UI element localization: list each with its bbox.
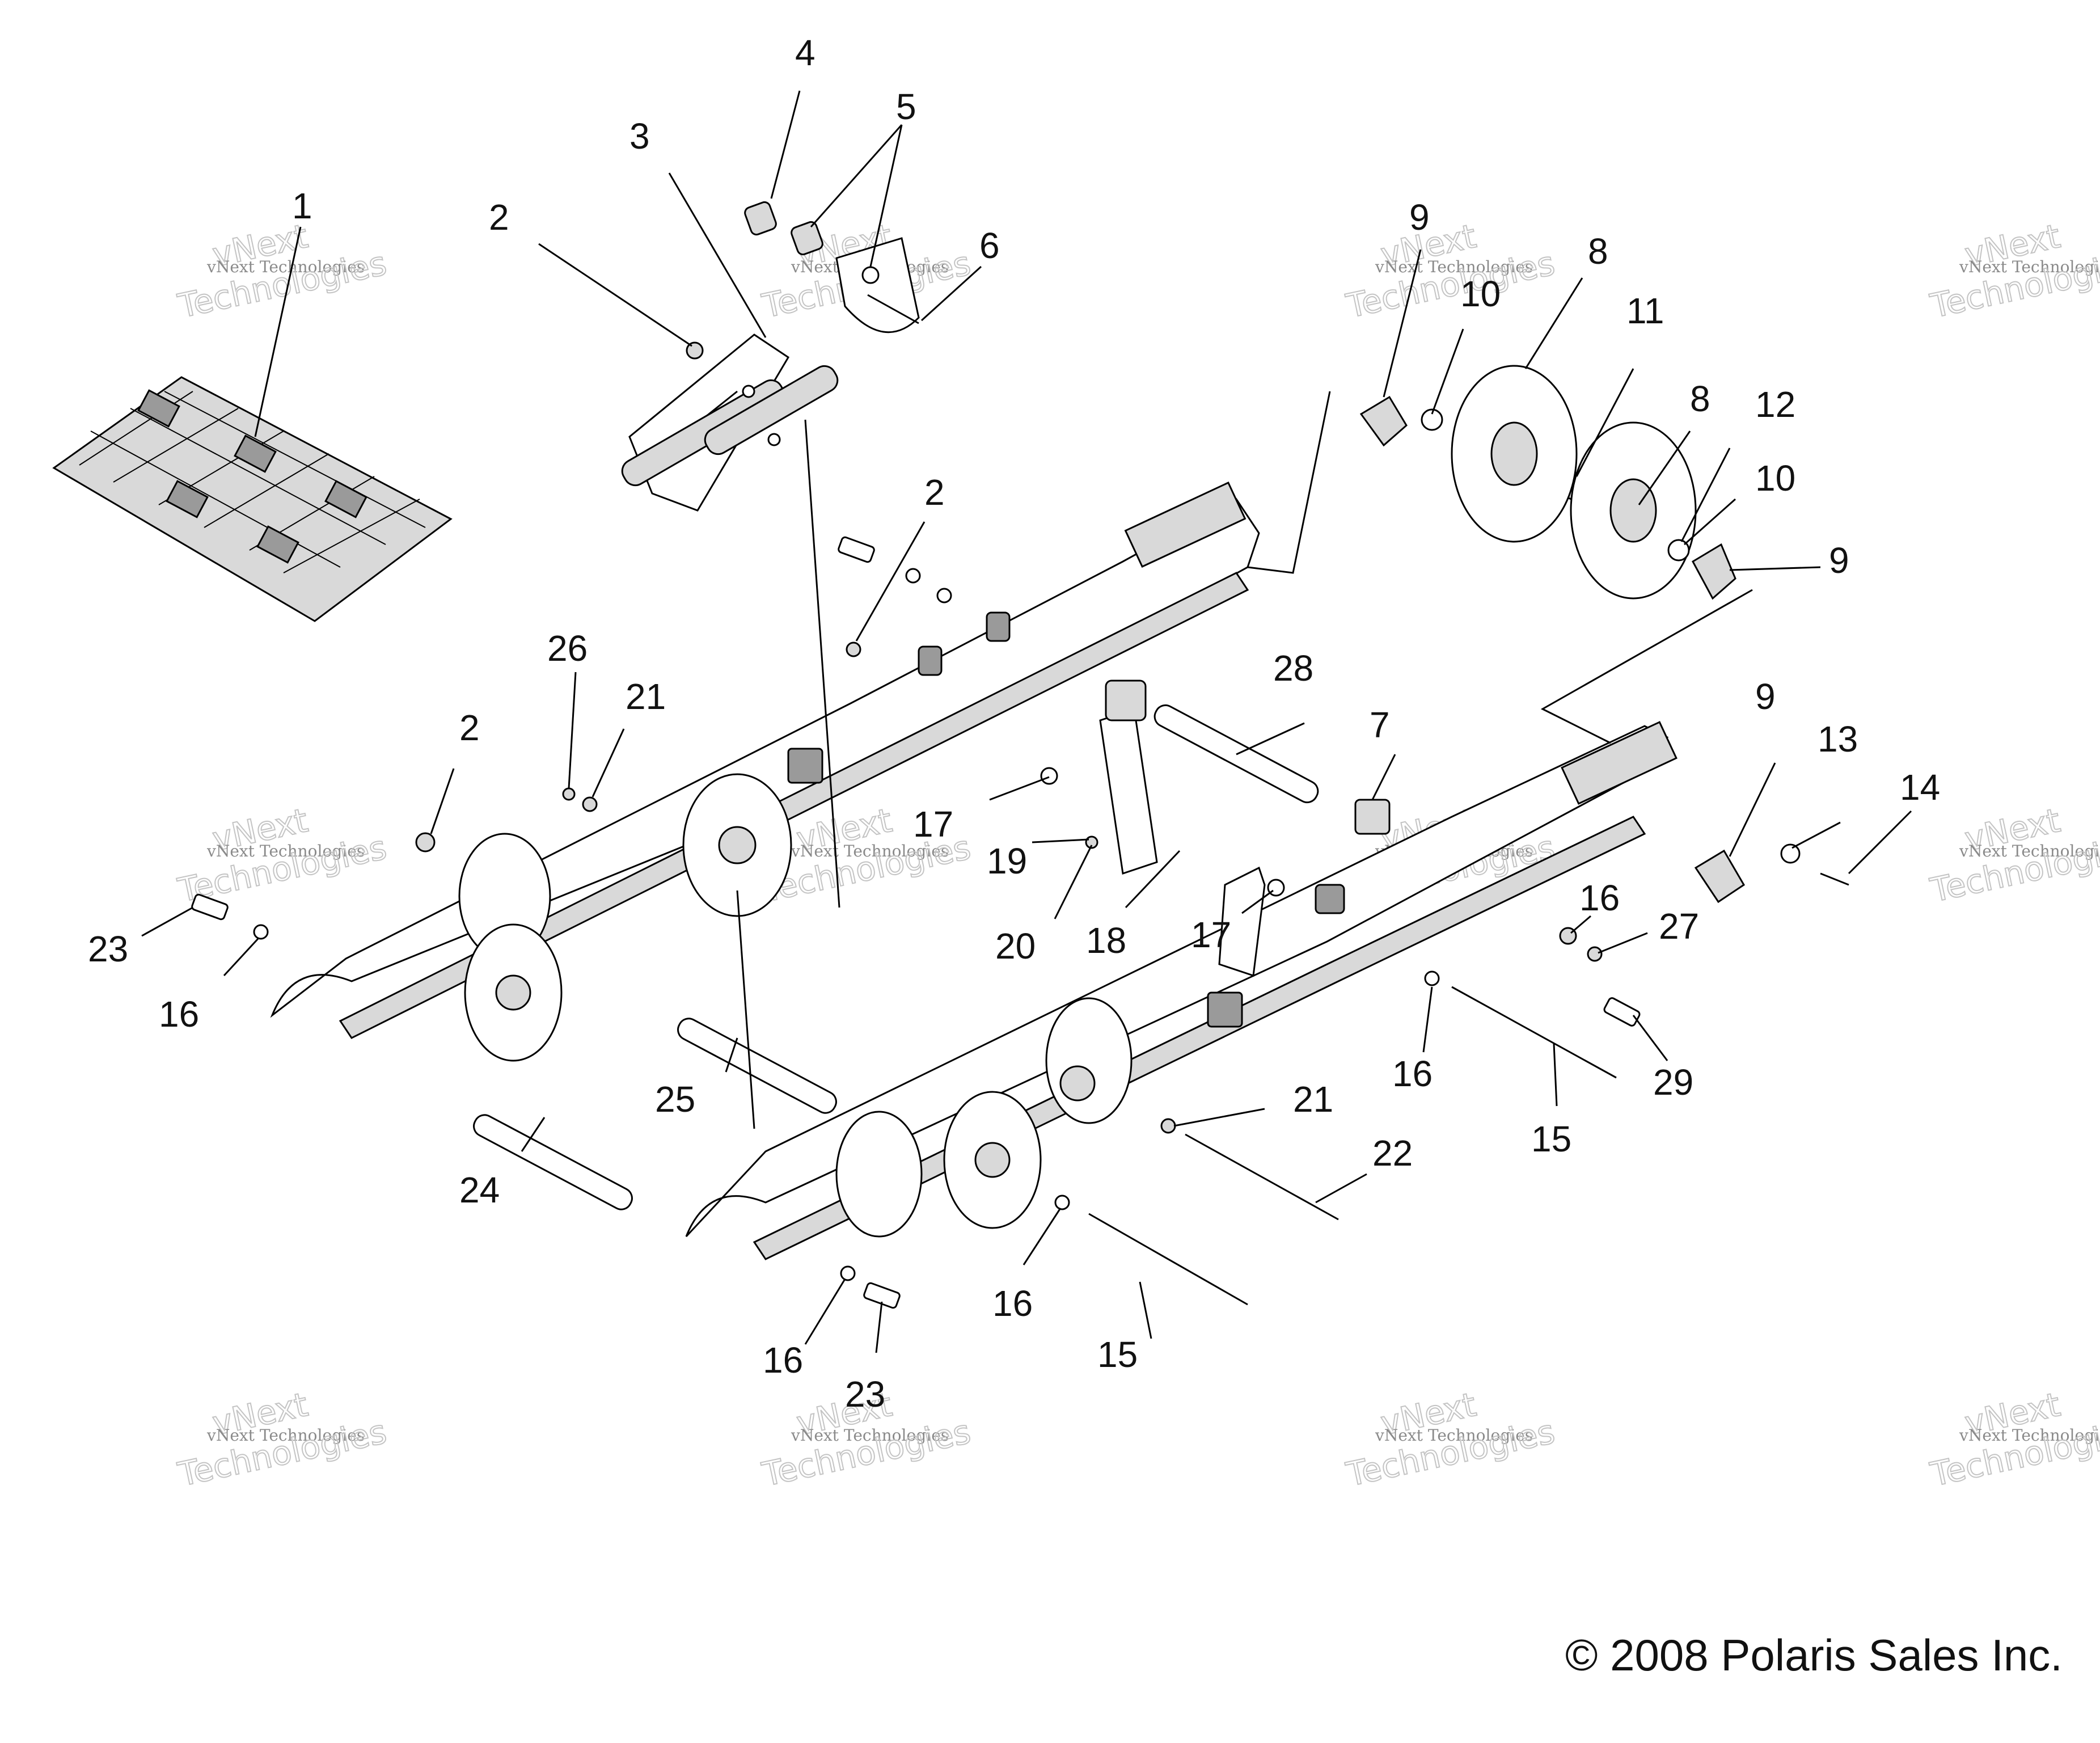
callout: 23 <box>88 929 128 969</box>
svg-text:vNext Technologies: vNext Technologies <box>206 842 365 860</box>
svg-text:vNext Technologies: vNext Technologies <box>791 1426 949 1445</box>
watermark: vNext vNext Technologies Technologies <box>1926 1385 2100 1495</box>
svg-text:vNext Technologies: vNext Technologies <box>1959 258 2100 276</box>
callout: 22 <box>1372 1133 1413 1174</box>
callout: 9 <box>1829 540 1849 581</box>
callout: 23 <box>845 1374 885 1415</box>
track-part <box>52 376 453 622</box>
callout: 8 <box>1588 231 1608 272</box>
callout: 15 <box>1097 1334 1138 1375</box>
bushings <box>744 201 920 334</box>
svg-text:vNext Technologies: vNext Technologies <box>1959 842 2100 860</box>
svg-text:vNext Technologies: vNext Technologies <box>206 258 365 276</box>
callout: 21 <box>1293 1079 1333 1120</box>
watermark: vNext vNext Technologies Technologies <box>174 800 391 910</box>
callout: 16 <box>159 994 199 1035</box>
callout: 9 <box>1755 676 1776 717</box>
callout: 26 <box>547 628 588 669</box>
callout: 10 <box>1755 458 1795 499</box>
svg-text:vNext Technologies: vNext Technologies <box>1375 258 1533 276</box>
callout: 21 <box>626 676 666 717</box>
watermark: vNext vNext Technologies Technologies <box>1926 216 2100 326</box>
callout: 24 <box>459 1170 500 1210</box>
callout: 7 <box>1370 704 1390 745</box>
callout: 16 <box>1392 1053 1433 1094</box>
front-torque-arm <box>621 334 839 512</box>
callout: 4 <box>795 32 816 73</box>
svg-text:vNext Technologies: vNext Technologies <box>206 1426 365 1445</box>
callout: 10 <box>1460 273 1501 314</box>
callout: 17 <box>1191 914 1231 955</box>
callout: 29 <box>1653 1062 1693 1103</box>
callout: 13 <box>1818 719 1858 759</box>
callout: 17 <box>913 804 953 845</box>
copyright-notice: © 2008 Polaris Sales Inc. <box>1565 1630 2063 1680</box>
callout: 3 <box>629 116 650 157</box>
callout: 2 <box>459 707 480 748</box>
svg-text:vNext Technologies: vNext Technologies <box>791 842 949 860</box>
callout: 27 <box>1659 906 1699 947</box>
right-rail <box>685 721 1678 1260</box>
callout: 11 <box>1626 290 1664 331</box>
callout: 1 <box>292 185 312 226</box>
watermark: vNext vNext Technologies Technologies <box>174 1385 391 1495</box>
callout: 14 <box>1900 767 1940 808</box>
callout: 18 <box>1086 920 1126 961</box>
idler-wheels <box>458 773 1133 1238</box>
brackets <box>1099 680 1391 977</box>
callout: 16 <box>763 1340 803 1381</box>
callout: 16 <box>992 1283 1033 1324</box>
leader-lines <box>141 90 1912 1353</box>
callout: 20 <box>995 926 1036 967</box>
svg-text:vNext Technologies: vNext Technologies <box>1375 1426 1533 1445</box>
callout: 28 <box>1273 648 1313 689</box>
bolt-6 <box>867 294 919 324</box>
callout: 8 <box>1690 378 1710 419</box>
callout: 2 <box>489 197 509 238</box>
callout: 25 <box>655 1079 695 1120</box>
callout: 9 <box>1409 197 1430 238</box>
hardware <box>191 341 1801 1309</box>
callout: 15 <box>1531 1119 1571 1159</box>
callout: 12 <box>1755 384 1795 425</box>
svg-text:vNext Technologies: vNext Technologies <box>1959 1426 2100 1445</box>
callout: 19 <box>987 841 1027 881</box>
callout: 2 <box>924 472 945 513</box>
callout: 6 <box>979 225 1000 266</box>
watermark: vNext vNext Technologies Technologies <box>1342 1385 1559 1495</box>
watermark: vNext vNext Technologies Technologies <box>1926 800 2100 910</box>
callouts: 1 2 3 4 5 6 2 2 26 21 23 16 25 24 9 10 8… <box>88 32 1940 1415</box>
callout: 5 <box>896 86 916 127</box>
callout: 16 <box>1579 877 1620 918</box>
watermark: vNext vNext Technologies Technologies <box>1342 216 1559 326</box>
